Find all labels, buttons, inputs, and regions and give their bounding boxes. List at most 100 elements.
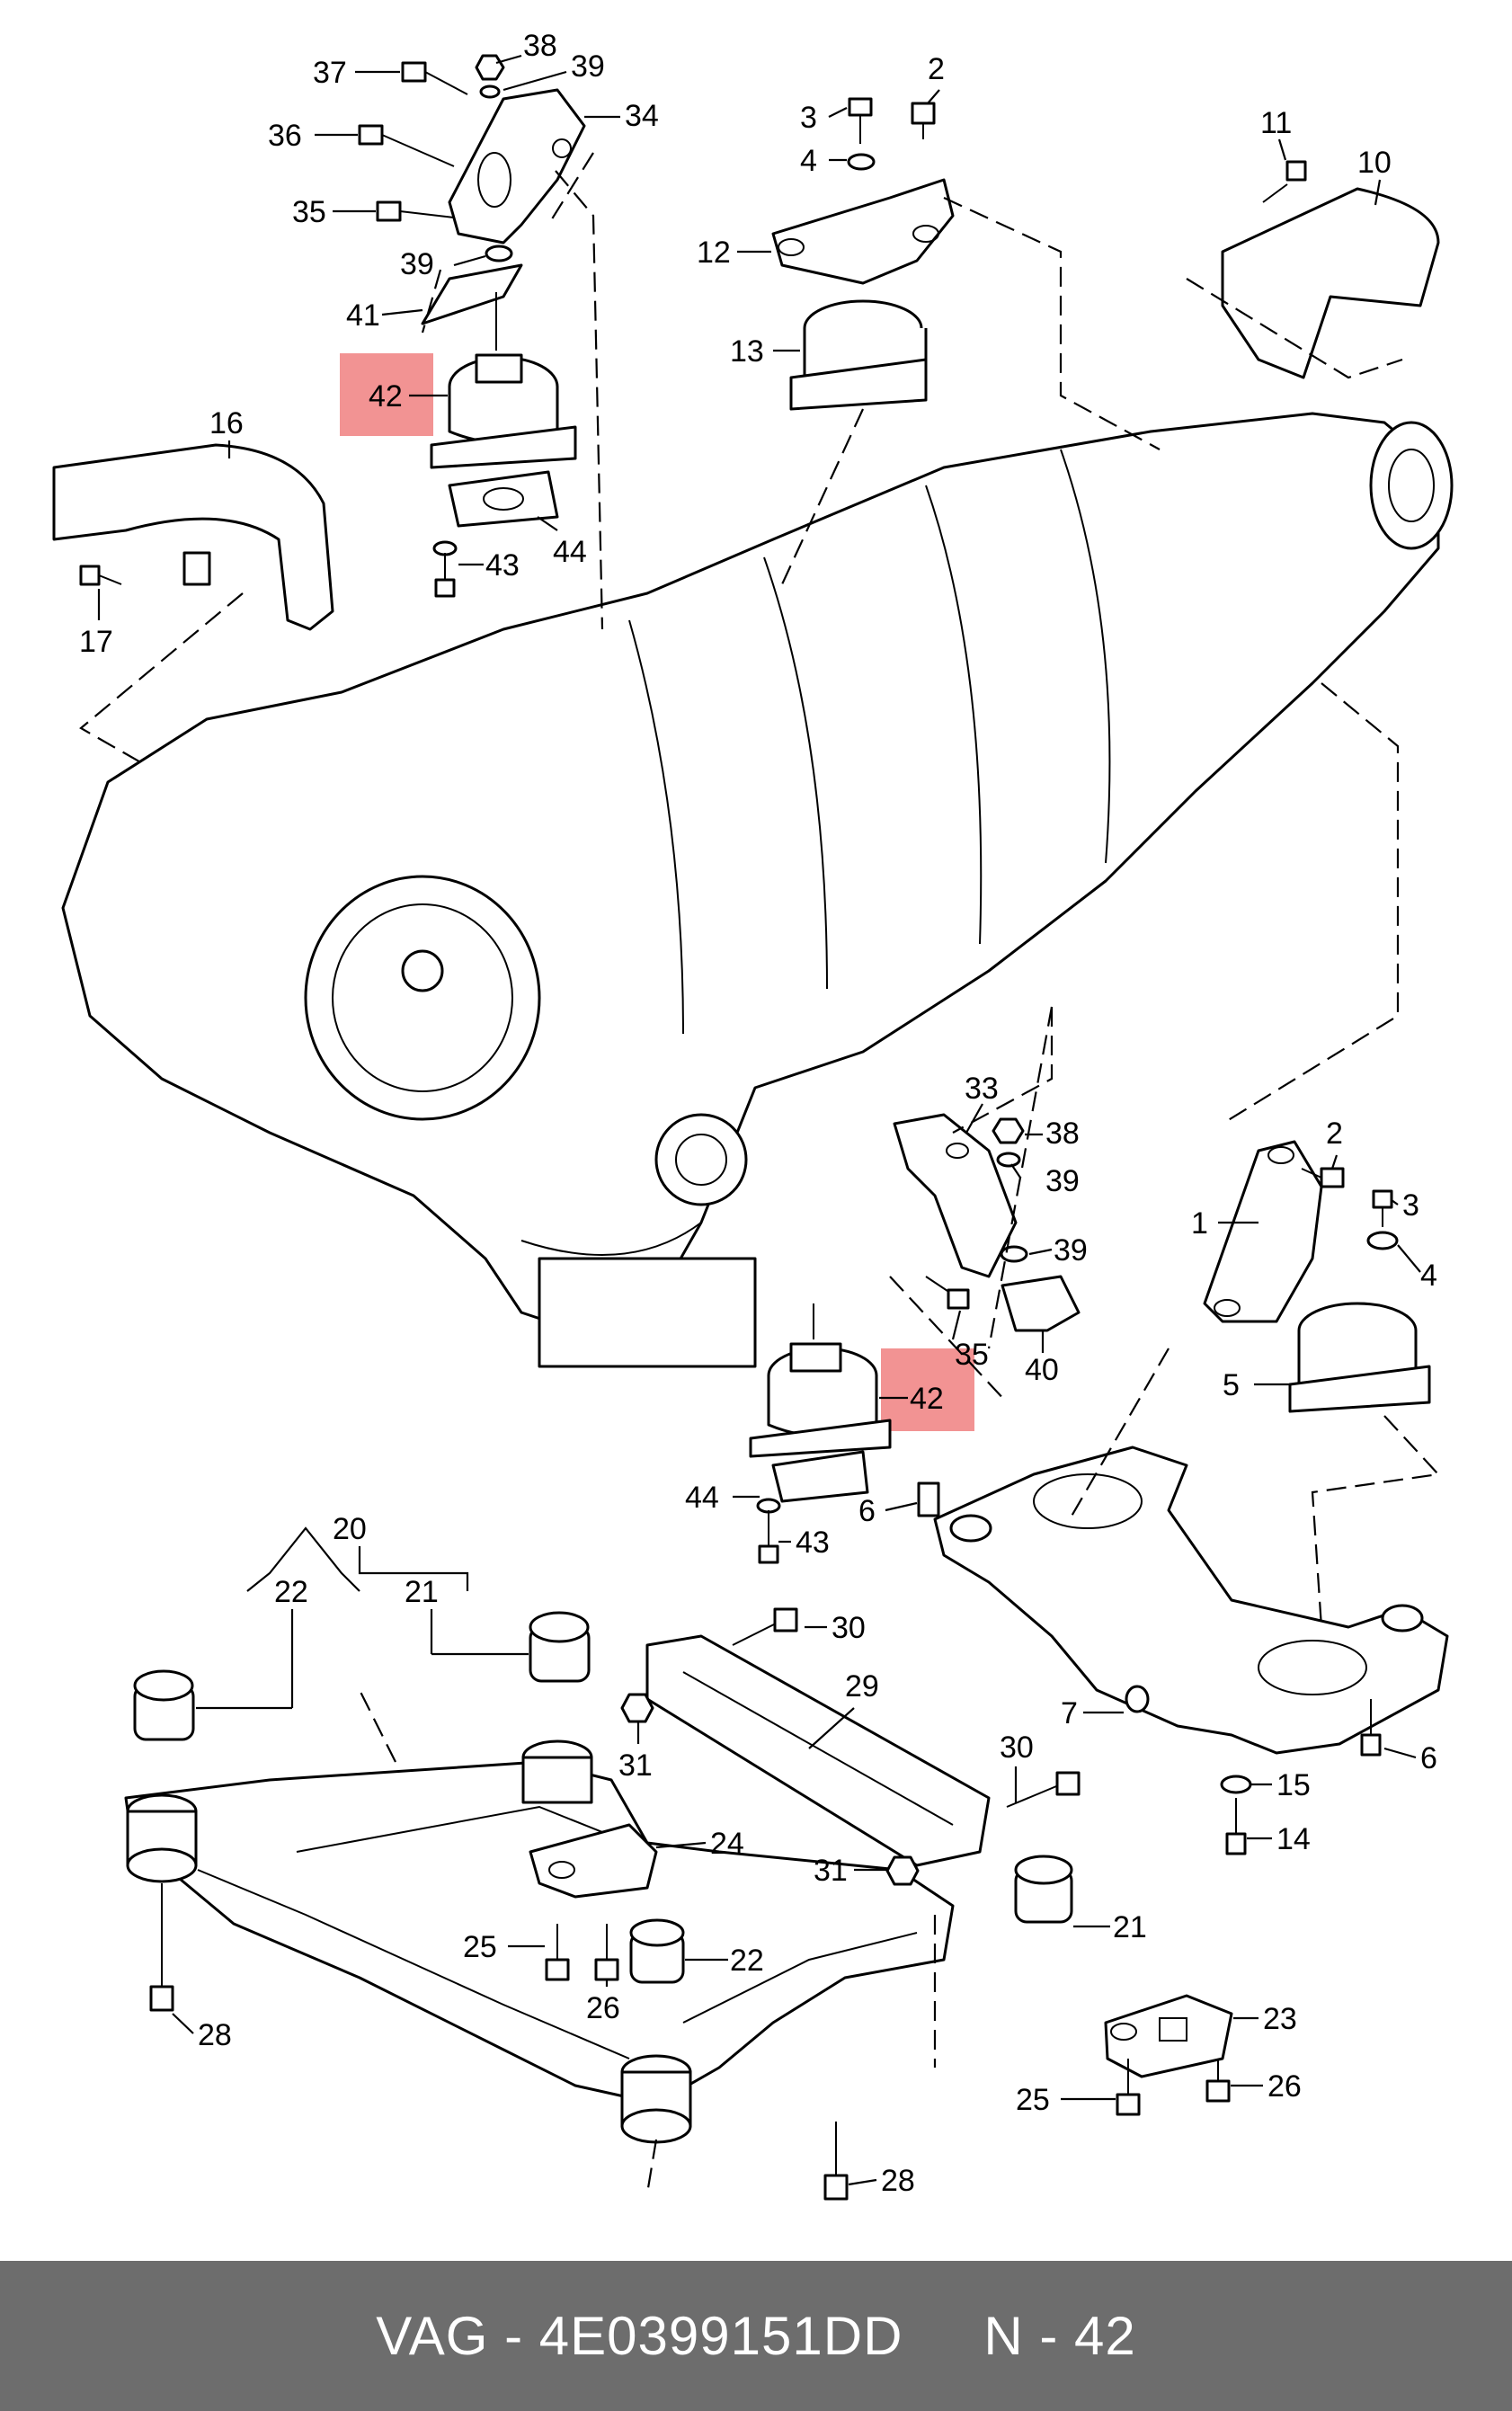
callout-25: 25	[1016, 2083, 1050, 2117]
bracket-33	[893, 1113, 1018, 1278]
bolt-30-top	[732, 1607, 798, 1646]
callout-44: 44	[553, 535, 587, 569]
callout-21: 21	[405, 1575, 439, 1609]
callout-23: 23	[1263, 2002, 1297, 2036]
bracket-12	[771, 178, 955, 285]
engine-mount-42-bottom	[749, 1303, 892, 1458]
bolt-25-right	[1116, 2059, 1141, 2116]
washer-4-top	[847, 153, 876, 171]
bolt-28-right	[823, 2122, 849, 2201]
bolt-26-right	[1205, 2059, 1231, 2103]
callout-42: 42	[369, 379, 403, 414]
callout-4: 4	[800, 144, 817, 178]
bushing-22-left	[126, 1669, 198, 1883]
gasket-44-top	[448, 470, 559, 528]
callout-11: 11	[1260, 106, 1292, 140]
callout-6: 6	[858, 1494, 876, 1528]
bolt-43-bottom	[756, 1498, 781, 1564]
callout-5: 5	[1223, 1368, 1240, 1402]
bolt-6-left	[917, 1481, 940, 1517]
heat-shield-16	[52, 443, 334, 631]
callout-33: 33	[965, 1072, 999, 1106]
bolt-35-bottom	[925, 1276, 970, 1310]
callout-25: 25	[463, 1930, 497, 1964]
bolt-28-left	[149, 1883, 174, 2012]
callout-31: 31	[814, 1854, 848, 1888]
callout-26: 26	[1267, 2069, 1302, 2104]
parts-diagram: 37 38 39 34 36 35 39 41 42 16 17 43 44 2…	[52, 29, 1454, 2201]
callout-30: 30	[832, 1611, 866, 1645]
callout-24: 24	[710, 1827, 744, 1861]
callout-31: 31	[618, 1748, 653, 1783]
bolt-2-top	[911, 102, 936, 139]
bolt-2-right	[1301, 1167, 1345, 1188]
callout-34: 34	[625, 99, 659, 133]
callout-29: 29	[845, 1669, 879, 1704]
bolt-25-left	[545, 1924, 570, 1981]
nut-38-top	[475, 54, 505, 99]
callout-43: 43	[796, 1526, 830, 1560]
bolt-37	[401, 61, 468, 95]
washer-39-bottom	[1000, 1245, 1028, 1263]
plate-41	[421, 263, 523, 325]
callout-3: 3	[800, 101, 817, 135]
mount-5	[1288, 1302, 1431, 1413]
callout-labels: 37 38 39 34 36 35 39 41 42 16 17 43 44 2…	[79, 29, 1437, 2198]
callout-10: 10	[1357, 146, 1392, 180]
nut-38-bottom	[992, 1117, 1025, 1168]
bracket-1	[1203, 1140, 1323, 1323]
callout-41: 41	[346, 298, 380, 333]
callout-17: 17	[79, 625, 113, 659]
assembly-dash-lines	[79, 152, 1441, 2194]
bolt-3-top	[848, 97, 873, 144]
callout-30: 30	[1000, 1730, 1034, 1765]
bolt-17	[79, 565, 122, 586]
callout-38: 38	[1045, 1117, 1080, 1151]
subframe-20	[124, 1760, 955, 2105]
engine-mount-42-top	[430, 292, 577, 469]
callout-35: 35	[955, 1338, 989, 1372]
bushing-22-right	[620, 1918, 692, 2144]
bushing-21-right	[1014, 1855, 1073, 1924]
callout-15: 15	[1276, 1768, 1311, 1802]
plate-23	[1104, 1994, 1233, 2078]
bolt-6-right	[1360, 1699, 1382, 1757]
callout-38: 38	[523, 29, 557, 63]
highlight-42-bottom	[881, 1348, 974, 1431]
callout-3: 3	[1402, 1188, 1419, 1223]
part-number-footer: VAG - 4E0399151DD N - 42	[0, 2261, 1512, 2411]
callout-28: 28	[881, 2164, 915, 2198]
callout-28: 28	[198, 2018, 232, 2052]
washer-39-top	[485, 245, 513, 262]
callout-4: 4	[1420, 1259, 1437, 1293]
plate-40	[1001, 1275, 1081, 1332]
callout-39: 39	[571, 49, 605, 84]
bolt-3-right	[1372, 1189, 1393, 1227]
callout-35: 35	[292, 195, 326, 229]
plate-24	[529, 1823, 658, 1899]
callout-43: 43	[485, 548, 520, 583]
callout-6: 6	[1420, 1741, 1437, 1775]
bolt-26-left	[594, 1924, 619, 1981]
heat-shield-10	[1221, 187, 1440, 379]
callout-40: 40	[1025, 1353, 1059, 1387]
bolt-36	[358, 124, 455, 167]
bolt-14	[1225, 1798, 1247, 1855]
callout-1: 1	[1191, 1206, 1208, 1241]
callout-36: 36	[268, 119, 302, 153]
bushing-21-left	[521, 1611, 593, 1804]
bolt-11	[1262, 160, 1307, 203]
cross-beam-29	[645, 1634, 991, 1867]
bolt-30-bottom	[1006, 1771, 1081, 1808]
callout-39: 39	[1054, 1233, 1088, 1268]
mount-bracket-34	[448, 88, 586, 245]
part-number-text: VAG - 4E0399151DD	[376, 2306, 903, 2366]
callout-37: 37	[313, 56, 347, 90]
callout-7: 7	[1061, 1696, 1078, 1730]
callout-12: 12	[697, 236, 731, 270]
callout-2: 2	[1326, 1117, 1343, 1151]
callout-26: 26	[586, 1991, 620, 2025]
gasket-44-bottom	[771, 1450, 869, 1503]
washer-4-right	[1366, 1231, 1399, 1250]
nut-31-bottom	[885, 1855, 920, 1886]
